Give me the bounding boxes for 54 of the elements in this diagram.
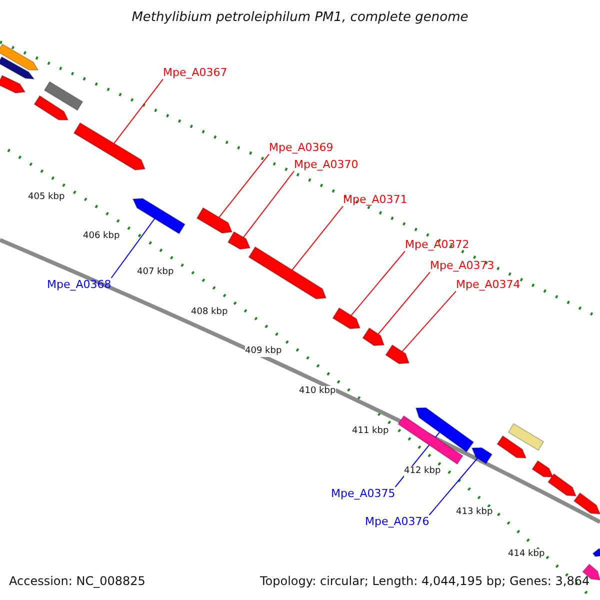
scale-label: 406 kbp (83, 231, 120, 242)
gene-feature (44, 81, 84, 111)
gene-feature (227, 231, 251, 250)
gene-feature (132, 198, 186, 234)
scale-label: 413 kbp (456, 507, 493, 518)
scale-label: 408 kbp (191, 307, 228, 318)
leader-line (350, 250, 406, 316)
gene-feature (0, 56, 36, 80)
gene-label: Mpe_A0374 (456, 278, 520, 292)
gene-feature (496, 435, 527, 459)
leader-line (218, 154, 270, 218)
gene-feature (547, 473, 577, 497)
gene-feature (532, 460, 554, 478)
info-text: Topology: circular; Length: 4,044,195 bp; Genes: 3,864 (260, 574, 590, 588)
gene-feature (332, 307, 361, 330)
gene-feature (592, 548, 600, 558)
gene-label: Mpe_A0376 (365, 515, 430, 528)
diagram-title: Methylibium petroleiphilum PM1, complete genome (130, 10, 470, 26)
gene-feature (508, 423, 544, 451)
scale-label: 410 kbp (299, 386, 336, 397)
gene-label: Mpe_A0368 (47, 278, 112, 292)
gene-label: Mpe_A0370 (294, 158, 358, 172)
info-text: Accession: NC_008825 (9, 574, 146, 588)
gene-feature (248, 246, 327, 300)
leader-line (292, 206, 344, 270)
leader-line (402, 290, 456, 352)
leader-line (428, 458, 478, 516)
scale-label: 414 kbp (508, 549, 545, 560)
leader-line (243, 170, 294, 238)
gene-feature (415, 407, 474, 453)
gene-label: Mpe_A0369 (269, 141, 334, 154)
gene-feature (0, 74, 26, 94)
gene-feature (73, 122, 146, 171)
gene-label: Mpe_A0373 (430, 259, 494, 272)
leader-line (114, 78, 164, 144)
gene-feature (471, 447, 493, 464)
gene-label: Mpe_A0371 (343, 193, 408, 206)
gene-feature (398, 415, 464, 465)
leader-line (378, 272, 430, 334)
scale-label: 409 kbp (245, 346, 282, 357)
scale-label: 412 kbp (404, 466, 441, 477)
leader-line (110, 218, 156, 278)
gene-label: Mpe_A0375 (331, 487, 396, 500)
scale-label: 411 kbp (352, 426, 389, 437)
gene-feature (385, 344, 410, 364)
gene-label: Mpe_A0372 (405, 238, 470, 252)
scale-label: 405 kbp (28, 192, 65, 203)
gene-feature (34, 95, 69, 120)
gene-feature (0, 43, 39, 70)
gene-feature (362, 327, 385, 346)
gene-feature (196, 207, 233, 234)
gene-label: Mpe_A0367 (163, 66, 228, 80)
gene-feature (573, 492, 600, 515)
scale-label: 407 kbp (137, 267, 174, 278)
